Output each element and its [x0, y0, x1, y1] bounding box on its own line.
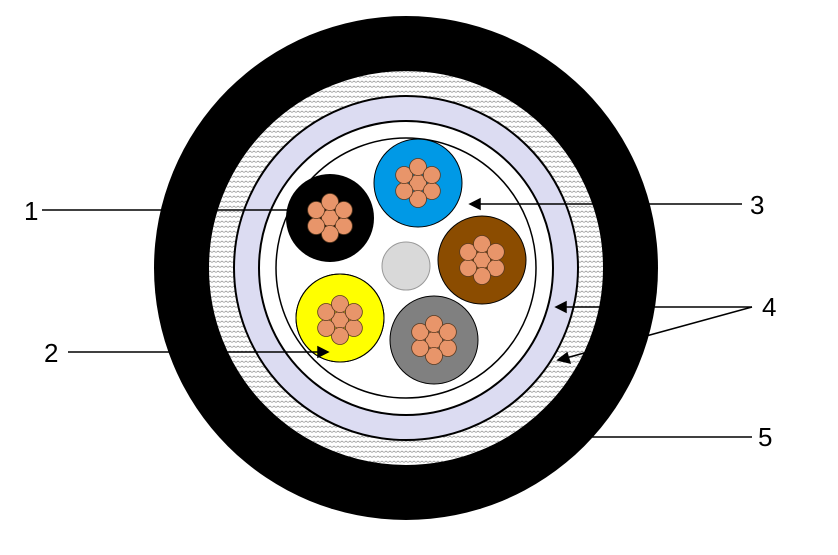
arrowhead-2	[317, 345, 330, 359]
core-grey	[389, 295, 479, 385]
core-blue-strands	[395, 158, 441, 208]
copper-strand	[395, 166, 414, 184]
core-grey-strands	[411, 315, 457, 365]
copper-strand	[344, 303, 363, 321]
arrowhead-4a	[554, 300, 567, 314]
core-black	[286, 174, 374, 262]
copper-strand	[317, 303, 336, 321]
core-yellow-green	[295, 273, 385, 363]
copper-strand	[317, 319, 336, 337]
copper-strand	[331, 327, 349, 345]
leader-lines	[42, 197, 753, 438]
arrowhead-3	[468, 197, 481, 211]
label-4: 4	[762, 292, 776, 322]
label-5: 5	[758, 422, 772, 452]
copper-strand	[422, 166, 441, 184]
label-2: 2	[44, 338, 58, 368]
copper-strand	[411, 323, 430, 341]
core-brown	[437, 215, 527, 305]
copper-strand	[459, 259, 478, 277]
copper-strand	[321, 193, 339, 211]
copper-strand	[459, 243, 478, 261]
copper-strand	[425, 347, 443, 365]
copper-strand	[321, 225, 339, 243]
copper-strand	[409, 158, 427, 176]
copper-strand	[307, 217, 326, 235]
arrowhead-4b	[556, 351, 572, 365]
leader-4b	[565, 306, 753, 359]
central-filler	[381, 241, 431, 291]
copper-strand	[438, 323, 457, 341]
copper-strand	[331, 295, 349, 313]
core-yellow-strands	[317, 295, 363, 345]
label-1: 1	[24, 196, 38, 226]
copper-strand	[409, 190, 427, 208]
core-black-strands	[307, 193, 353, 243]
copper-strand	[473, 235, 491, 253]
core-blue	[373, 138, 463, 228]
copper-strand	[395, 182, 414, 200]
core-brown-strands	[459, 235, 505, 285]
copper-strand	[334, 201, 353, 219]
copper-strand	[425, 315, 443, 333]
copper-strand	[486, 243, 505, 261]
label-3: 3	[750, 190, 764, 220]
copper-strand	[411, 339, 430, 357]
copper-strand	[307, 201, 326, 219]
copper-strand	[473, 267, 491, 285]
